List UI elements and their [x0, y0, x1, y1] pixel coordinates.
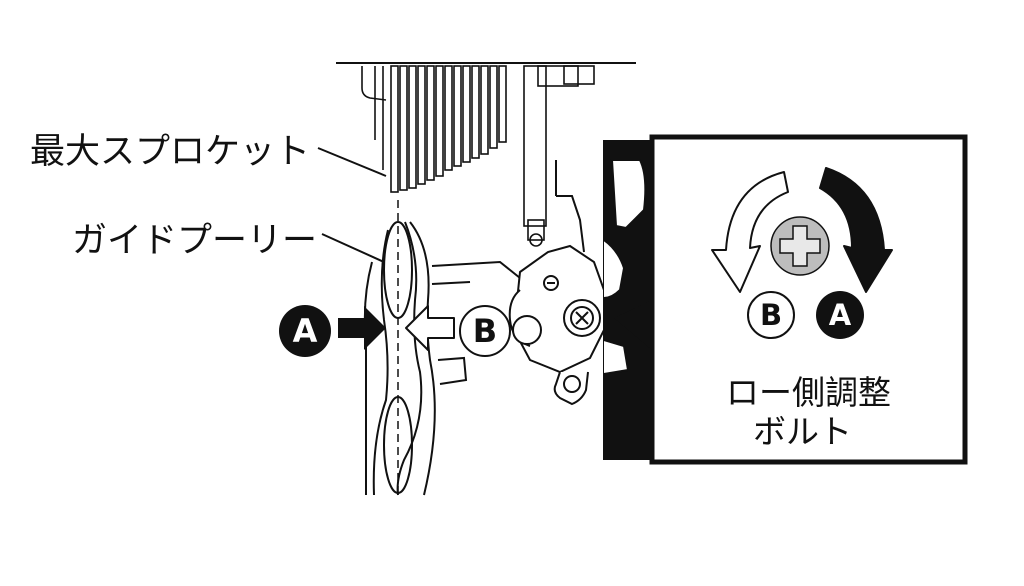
largest-sprocket-label: 最大スプロケット: [30, 132, 311, 172]
arrow-right-icon: [338, 306, 386, 350]
rotate-clockwise-icon: [819, 167, 893, 293]
rotate-counterclockwise-icon: [711, 171, 789, 293]
derailleur-body: [508, 160, 605, 406]
arrow-left-outline-icon: [405, 305, 455, 351]
badge-b-right: B: [747, 291, 795, 339]
low-adjust-bolt-label-line2: ボルト: [753, 412, 852, 451]
pulley-cage: [363, 221, 521, 496]
phillips-screw-icon: [770, 216, 830, 276]
low-adjust-bolt-label-line1: ロー側調整: [726, 373, 891, 412]
callout-wedge: [614, 300, 652, 350]
badge-a-right: A: [816, 291, 864, 339]
guide-pulley-label: ガイドプーリー: [72, 221, 318, 261]
inset-frame: [649, 134, 968, 465]
leader-sprocket: [317, 147, 387, 177]
cassette-sprockets: [390, 65, 507, 193]
badge-b-left: B: [459, 305, 511, 357]
hub-body: [361, 65, 595, 247]
inset-edge-detail: [610, 159, 647, 230]
leader-pulley: [321, 233, 385, 263]
badge-a-left: A: [279, 305, 331, 357]
